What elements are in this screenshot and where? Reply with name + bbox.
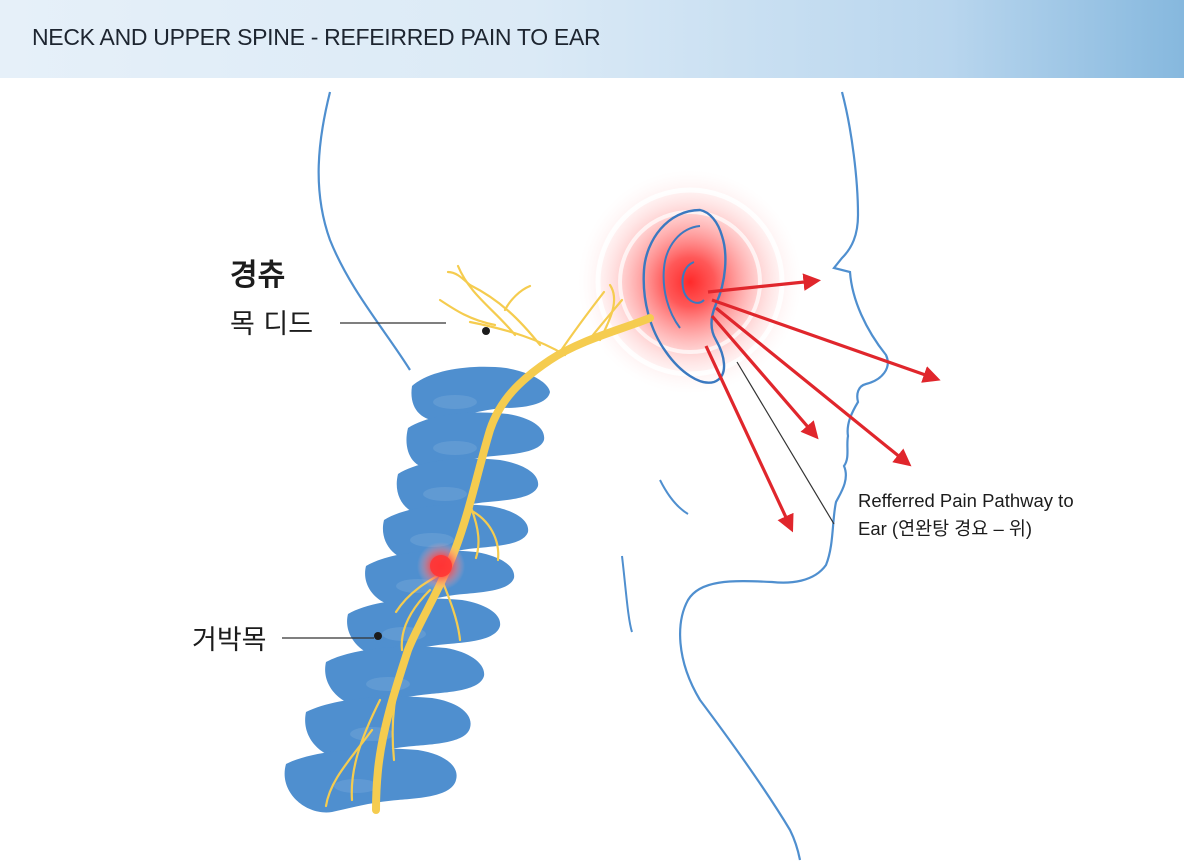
neck-back-outline (319, 92, 410, 370)
cervical-sub-label: 목 디드 (230, 302, 313, 341)
pathway-label-line1: Refferred Pain Pathway to (858, 487, 1074, 515)
jaw-outline (660, 480, 688, 514)
thoracic-label: 거박목 (192, 618, 267, 657)
cervical-label: 경츄 (230, 250, 285, 294)
ear-pain-glow (578, 170, 802, 394)
vertebra-9 (285, 749, 457, 813)
pathway-label: Refferred Pain Pathway to Ear (연완탕 경요 – … (858, 487, 1074, 543)
arrow-icon (716, 308, 906, 462)
throat-outline (622, 556, 632, 632)
pathway-label-line2: Ear (연완탕 경요 – 위) (858, 515, 1074, 543)
